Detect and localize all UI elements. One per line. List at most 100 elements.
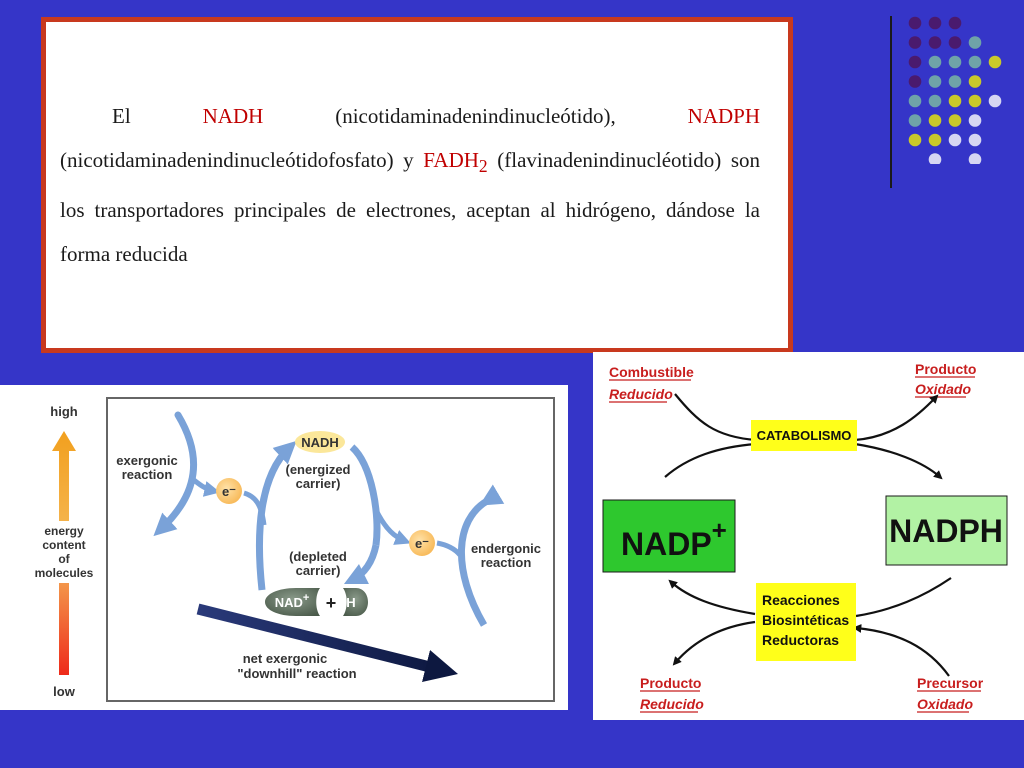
- decorative-dot: [908, 36, 922, 49]
- decorative-dot: [948, 114, 962, 127]
- nadph-label: NADPH: [889, 513, 1003, 549]
- electron-in-left: [243, 490, 267, 526]
- nadp-consumption-arrow: [664, 442, 757, 478]
- text-el: El: [112, 104, 203, 128]
- axis-label-bg: [26, 521, 104, 583]
- endergonic-label-line2: reaction: [481, 555, 532, 570]
- decorative-dot: [908, 133, 922, 147]
- reacciones-line2: Biosintéticas: [762, 612, 849, 628]
- net-label-line1: net exergonic: [243, 651, 328, 666]
- highlight-nadph: NADPH: [687, 104, 760, 128]
- combustible-label: Combustible: [609, 364, 694, 380]
- axis-label-line1: energy: [44, 524, 84, 538]
- decorative-dot: [968, 153, 982, 164]
- decorative-dot: [968, 75, 982, 88]
- nad-sup: +: [303, 592, 309, 604]
- nadh-oval: [295, 431, 345, 453]
- decorative-dot: [928, 94, 942, 108]
- decorative-dot: [968, 36, 982, 49]
- decorative-dot: [928, 16, 942, 30]
- plus-sign: +: [326, 593, 337, 613]
- electron-left-label: e⁻: [222, 484, 236, 499]
- depleted-label-line1: (depleted: [289, 549, 347, 564]
- decorative-dot: [928, 55, 942, 69]
- nadp-text: NADP: [621, 526, 712, 562]
- energized-label-line1: (energized: [285, 462, 350, 477]
- net-label-line2: "downhill" reaction: [237, 666, 356, 681]
- reacciones-line3: Reductoras: [762, 632, 839, 648]
- decorative-dot: [928, 36, 942, 49]
- decorative-dot: [988, 55, 1002, 69]
- nad-text: NAD: [275, 595, 303, 610]
- nadp-return-arrow: [668, 579, 756, 616]
- depleted-label-line2: carrier): [296, 563, 341, 578]
- fadh-subscript: 2: [478, 156, 488, 177]
- exergonic-arc: [153, 411, 198, 537]
- electron-left: [216, 478, 242, 504]
- text-fosfato: (nicotidaminadenindinucleótidofosfato) y: [60, 148, 424, 172]
- electron-in-right: [436, 540, 462, 557]
- reacciones-box: [756, 583, 856, 661]
- decorative-dot: [968, 133, 982, 147]
- decorative-dot: [948, 16, 962, 30]
- text-box: El NADH (nicotidaminadenindinucleótido),…: [41, 17, 793, 353]
- downhill-arrow: [196, 603, 459, 683]
- decorative-dot: [948, 94, 962, 108]
- decorative-dot: [948, 133, 962, 147]
- reacciones-line1: Reacciones: [762, 592, 840, 608]
- decorative-dot: [908, 75, 922, 88]
- decorative-line: [890, 16, 892, 188]
- decorative-dot: [948, 55, 962, 69]
- carrier-return-arc: [343, 544, 380, 585]
- reducido-top-label: Reducido: [609, 386, 673, 402]
- highlight-nadh: NADH: [202, 104, 264, 128]
- decorative-dot: [928, 75, 942, 88]
- catabolism-in-arrow: [674, 393, 757, 442]
- axis-low-label: low: [53, 684, 76, 699]
- decorative-dot: [908, 16, 922, 30]
- decorative-dot: [928, 133, 942, 147]
- energy-carrier-diagram: high energy content of molecules low exe…: [0, 385, 568, 710]
- decorative-dot: [928, 153, 942, 164]
- h-shape: [343, 588, 368, 616]
- nadph-formation-arrow: [854, 442, 943, 480]
- h-label: H: [346, 595, 355, 610]
- oxidado-bottom-label: Oxidado: [917, 696, 973, 712]
- decorative-dot: [988, 94, 1002, 108]
- catabolism-out-arrow: [854, 394, 939, 442]
- highlight-fadh: FADH2: [423, 148, 487, 176]
- axis-label-line2: content: [42, 538, 85, 552]
- oxidado-top-label: Oxidado: [915, 381, 971, 397]
- decorative-dot: [968, 94, 982, 108]
- catabolismo-label: CATABOLISMO: [757, 428, 852, 443]
- electron-right: [409, 530, 435, 556]
- electron-out-arrow-left: [188, 475, 221, 497]
- axis-high-label: high: [50, 404, 77, 419]
- precursor-label: Precursor: [917, 675, 984, 691]
- electron-right-label: e⁻: [415, 536, 429, 551]
- nadp-box: [602, 499, 736, 573]
- carrier-up-arc: [255, 440, 297, 591]
- precursor-in-arrow: [852, 624, 950, 677]
- catabolism-svg: Combustible Reducido Producto Oxidado CA…: [602, 361, 1008, 713]
- energized-label-line2: carrier): [296, 476, 341, 491]
- nad-label: NAD+: [275, 592, 310, 610]
- producto-bottom-label: Producto: [640, 675, 701, 691]
- decorative-dot: [908, 114, 922, 127]
- carrier-down-arc: [349, 444, 381, 546]
- decorative-dot: [948, 36, 962, 49]
- decorative-dot: [908, 94, 922, 108]
- reducido-bottom-label: Reducido: [640, 696, 704, 712]
- paragraph: El NADH (nicotidaminadenindinucleótido),…: [60, 94, 760, 276]
- decorative-dot: [968, 55, 982, 69]
- text-nicotidamina: (nicotidaminadenindinucleótido),: [263, 104, 688, 128]
- producto-reducido-arrow: [672, 620, 756, 666]
- catabolismo-box: [751, 420, 857, 451]
- exergonic-label-line1: exergonic: [116, 453, 177, 468]
- fadh-text: FADH: [423, 148, 479, 172]
- text-flavina: (flavinadenindinucléotido) son los trans…: [60, 148, 760, 267]
- decorative-dot: [948, 75, 962, 88]
- nadp-sup: +: [712, 515, 727, 545]
- decorative-dot: [968, 114, 982, 127]
- decorative-dot-grid: [908, 16, 1002, 164]
